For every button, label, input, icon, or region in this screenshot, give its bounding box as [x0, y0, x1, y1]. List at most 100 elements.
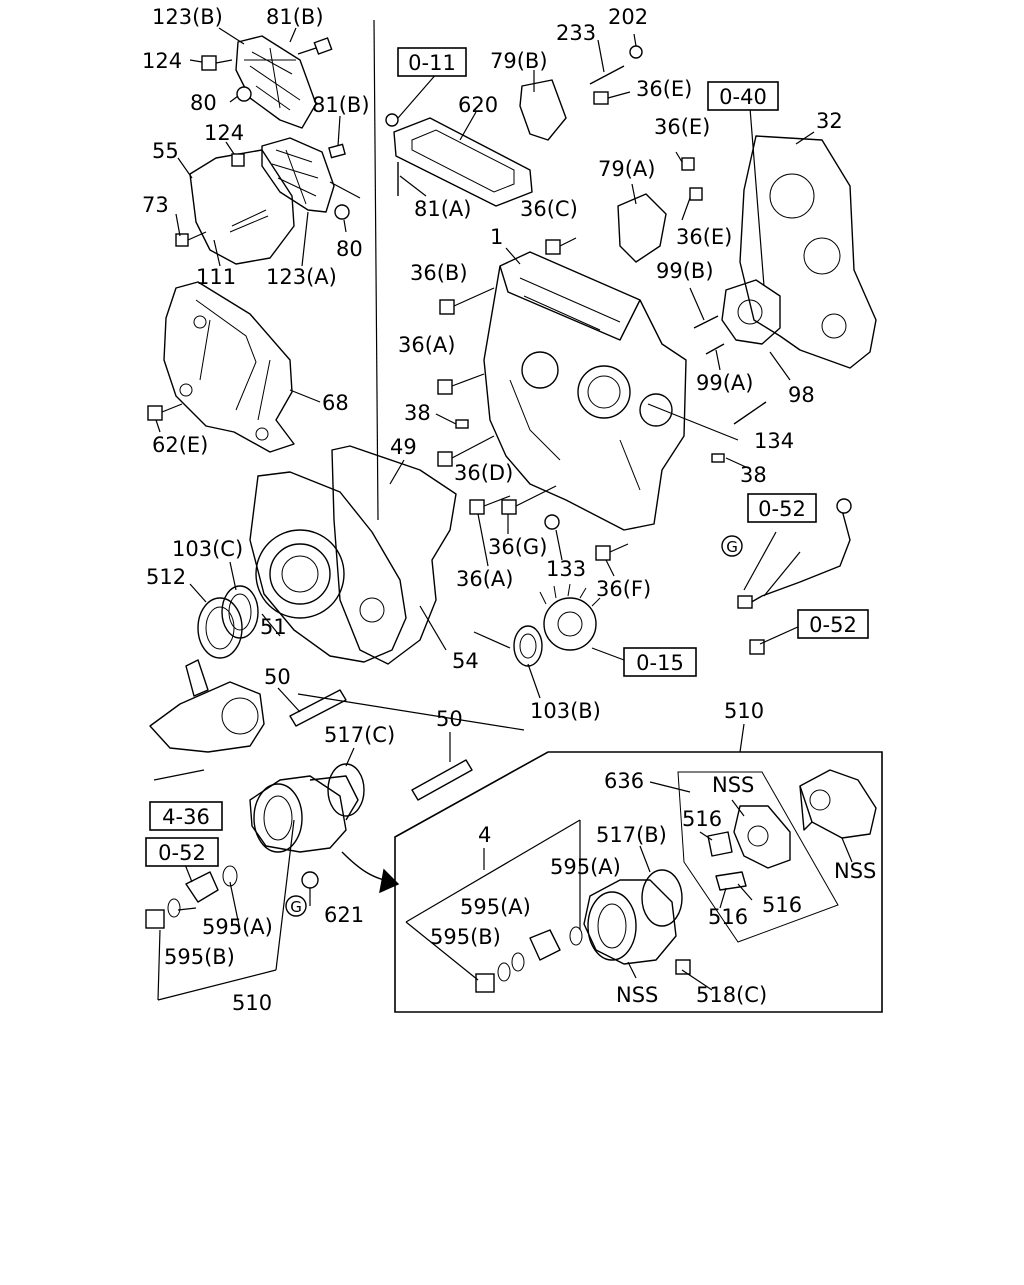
union-detail-595a: [511, 926, 583, 972]
rotor-housing-nss: [733, 805, 791, 869]
part-label: 123(A): [266, 265, 337, 289]
detail-frame-vane-set: [677, 771, 839, 943]
ref-label: 0-52: [158, 841, 206, 865]
part-label: 36(A): [398, 333, 455, 357]
vacuum-pump-body: [249, 775, 359, 853]
pin-38-lower: [711, 453, 725, 463]
part-label: 73: [142, 193, 169, 217]
part-label: 103(C): [172, 537, 243, 561]
detail-frame-vacuum-pump: [394, 751, 883, 1013]
part-label: 36(E): [636, 77, 692, 101]
part-label: 123(B): [152, 5, 223, 29]
part-label: 1: [490, 225, 503, 249]
part-label: 512: [146, 565, 186, 589]
stud-99a: [705, 343, 725, 355]
part-label: 80: [190, 91, 217, 115]
bolt-81b-top: [297, 37, 333, 55]
part-label: 517(B): [596, 823, 667, 847]
banjo-bolt-052: [749, 639, 765, 655]
bracket-79a: [617, 193, 667, 263]
part-label: 62(E): [152, 433, 208, 457]
timing-gear-case-1: [483, 251, 687, 531]
part-label: 50: [264, 665, 291, 689]
mark-g-upper: G: [721, 535, 743, 557]
part-label: 99(B): [656, 259, 714, 283]
part-label: 621: [324, 903, 364, 927]
seal-512: [197, 597, 243, 659]
bolt-36f: [595, 543, 629, 561]
bracket-79b: [519, 79, 567, 141]
ref-box-0-15: 0-15: [623, 647, 697, 677]
stud-134: [733, 401, 767, 425]
part-label: 36(E): [654, 115, 710, 139]
part-label: 636: [604, 769, 644, 793]
part-label: 518(C): [696, 983, 767, 1007]
part-label: 595(A): [550, 855, 621, 879]
bolt-36g: [501, 485, 557, 515]
part-label: 516: [682, 807, 722, 831]
part-label: 99(A): [696, 371, 753, 395]
bolt-124-top: [201, 55, 233, 71]
part-label: 54: [452, 649, 479, 673]
bolt-36c: [545, 237, 577, 255]
ref-label: 0-11: [408, 51, 456, 75]
part-label: 81(B): [266, 5, 324, 29]
part-label: 81(A): [414, 197, 471, 221]
oil-seal-103b: [513, 625, 543, 667]
part-label: NSS: [616, 983, 658, 1007]
nut-621: [301, 871, 319, 889]
part-label: 36(D): [454, 461, 513, 485]
part-label: 55: [152, 139, 179, 163]
part-label: 79(B): [490, 49, 548, 73]
ref-box-0-52-upper: 0-52: [747, 493, 817, 523]
part-label: 36(E): [676, 225, 732, 249]
plug-595b-left: [145, 898, 181, 929]
leader-lines: [153, 19, 853, 1001]
part-label: 50: [436, 707, 463, 731]
part-label: 68: [322, 391, 349, 415]
front-plate-32: [739, 135, 877, 369]
part-label: 32: [816, 109, 843, 133]
nut-80-top: [236, 86, 252, 102]
bolt-36a-lower: [469, 495, 511, 515]
part-label: 516: [708, 905, 748, 929]
mark-label: G: [726, 538, 738, 556]
part-label: 516: [762, 893, 802, 917]
part-label: 124: [204, 121, 244, 145]
part-label: 202: [608, 5, 648, 29]
bolt-518c: [675, 959, 691, 975]
direction-arrow: [341, 851, 400, 894]
part-label: NSS: [712, 773, 754, 797]
part-label: 595(A): [202, 915, 273, 939]
part-label: 620: [458, 93, 498, 117]
ref-box-4-36: 4-36: [149, 801, 223, 831]
nut-202: [629, 45, 643, 59]
ref-label: 4-36: [162, 805, 210, 829]
nut-80-mid: [334, 204, 350, 220]
oil-pipe-052: [737, 498, 852, 609]
part-label: 4: [478, 823, 491, 847]
nut-133: [544, 514, 560, 530]
part-label: 81(B): [312, 93, 370, 117]
bolt-124-mid: [231, 153, 245, 167]
gasket-123a: [261, 137, 335, 213]
bolt-73: [175, 231, 207, 247]
part-label: 38: [404, 401, 431, 425]
union-fitting-052: [185, 865, 238, 903]
o-ring-517b: [641, 869, 683, 927]
part-label: 36(B): [410, 261, 468, 285]
ref-box-0-40: 0-40: [707, 81, 779, 111]
bolt-36a-upper: [437, 373, 485, 395]
part-label: 233: [556, 21, 596, 45]
part-label: NSS: [834, 859, 876, 883]
ref-label: 0-15: [636, 651, 684, 675]
vane-516-a: [707, 831, 733, 857]
ref-label: 0-52: [809, 613, 857, 637]
pin-38-upper: [455, 419, 469, 429]
part-label: 595(A): [460, 895, 531, 919]
upper-timing-cover: [235, 35, 317, 129]
part-label: 103(B): [530, 699, 601, 723]
stud-99b: [693, 315, 719, 329]
